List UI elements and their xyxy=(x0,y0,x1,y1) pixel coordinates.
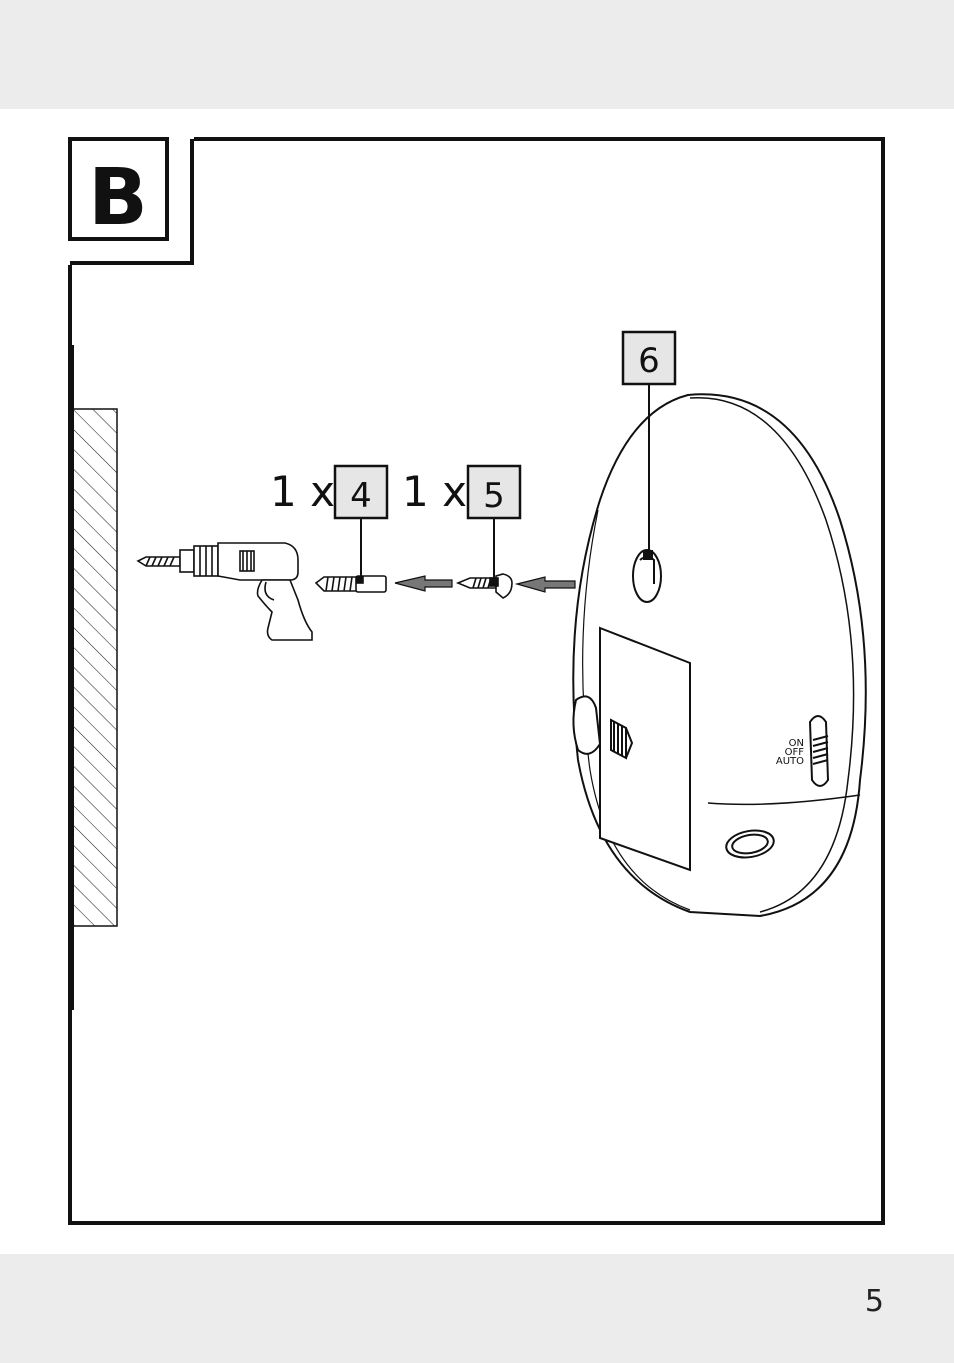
wall xyxy=(73,345,117,1010)
callout-ref: 5 xyxy=(483,476,505,516)
callout-part-5: 1 x 5 xyxy=(402,466,520,580)
screw-icon xyxy=(458,574,512,598)
callout-ref: 6 xyxy=(638,341,660,381)
callout-quantity: 1 x xyxy=(402,467,467,516)
arrow-icon xyxy=(517,577,575,592)
switch-label-auto: AUTO xyxy=(776,756,804,767)
figure-label: B xyxy=(88,153,147,243)
callout-quantity: 1 x xyxy=(270,467,335,516)
drill-icon xyxy=(138,543,312,640)
page-number: 5 xyxy=(865,1284,884,1319)
arrow-icon xyxy=(395,576,452,591)
callout-ref: 4 xyxy=(350,476,372,516)
wall-plug-icon xyxy=(316,576,386,592)
device-housing xyxy=(573,394,866,916)
figure-label-box: B xyxy=(66,135,194,265)
